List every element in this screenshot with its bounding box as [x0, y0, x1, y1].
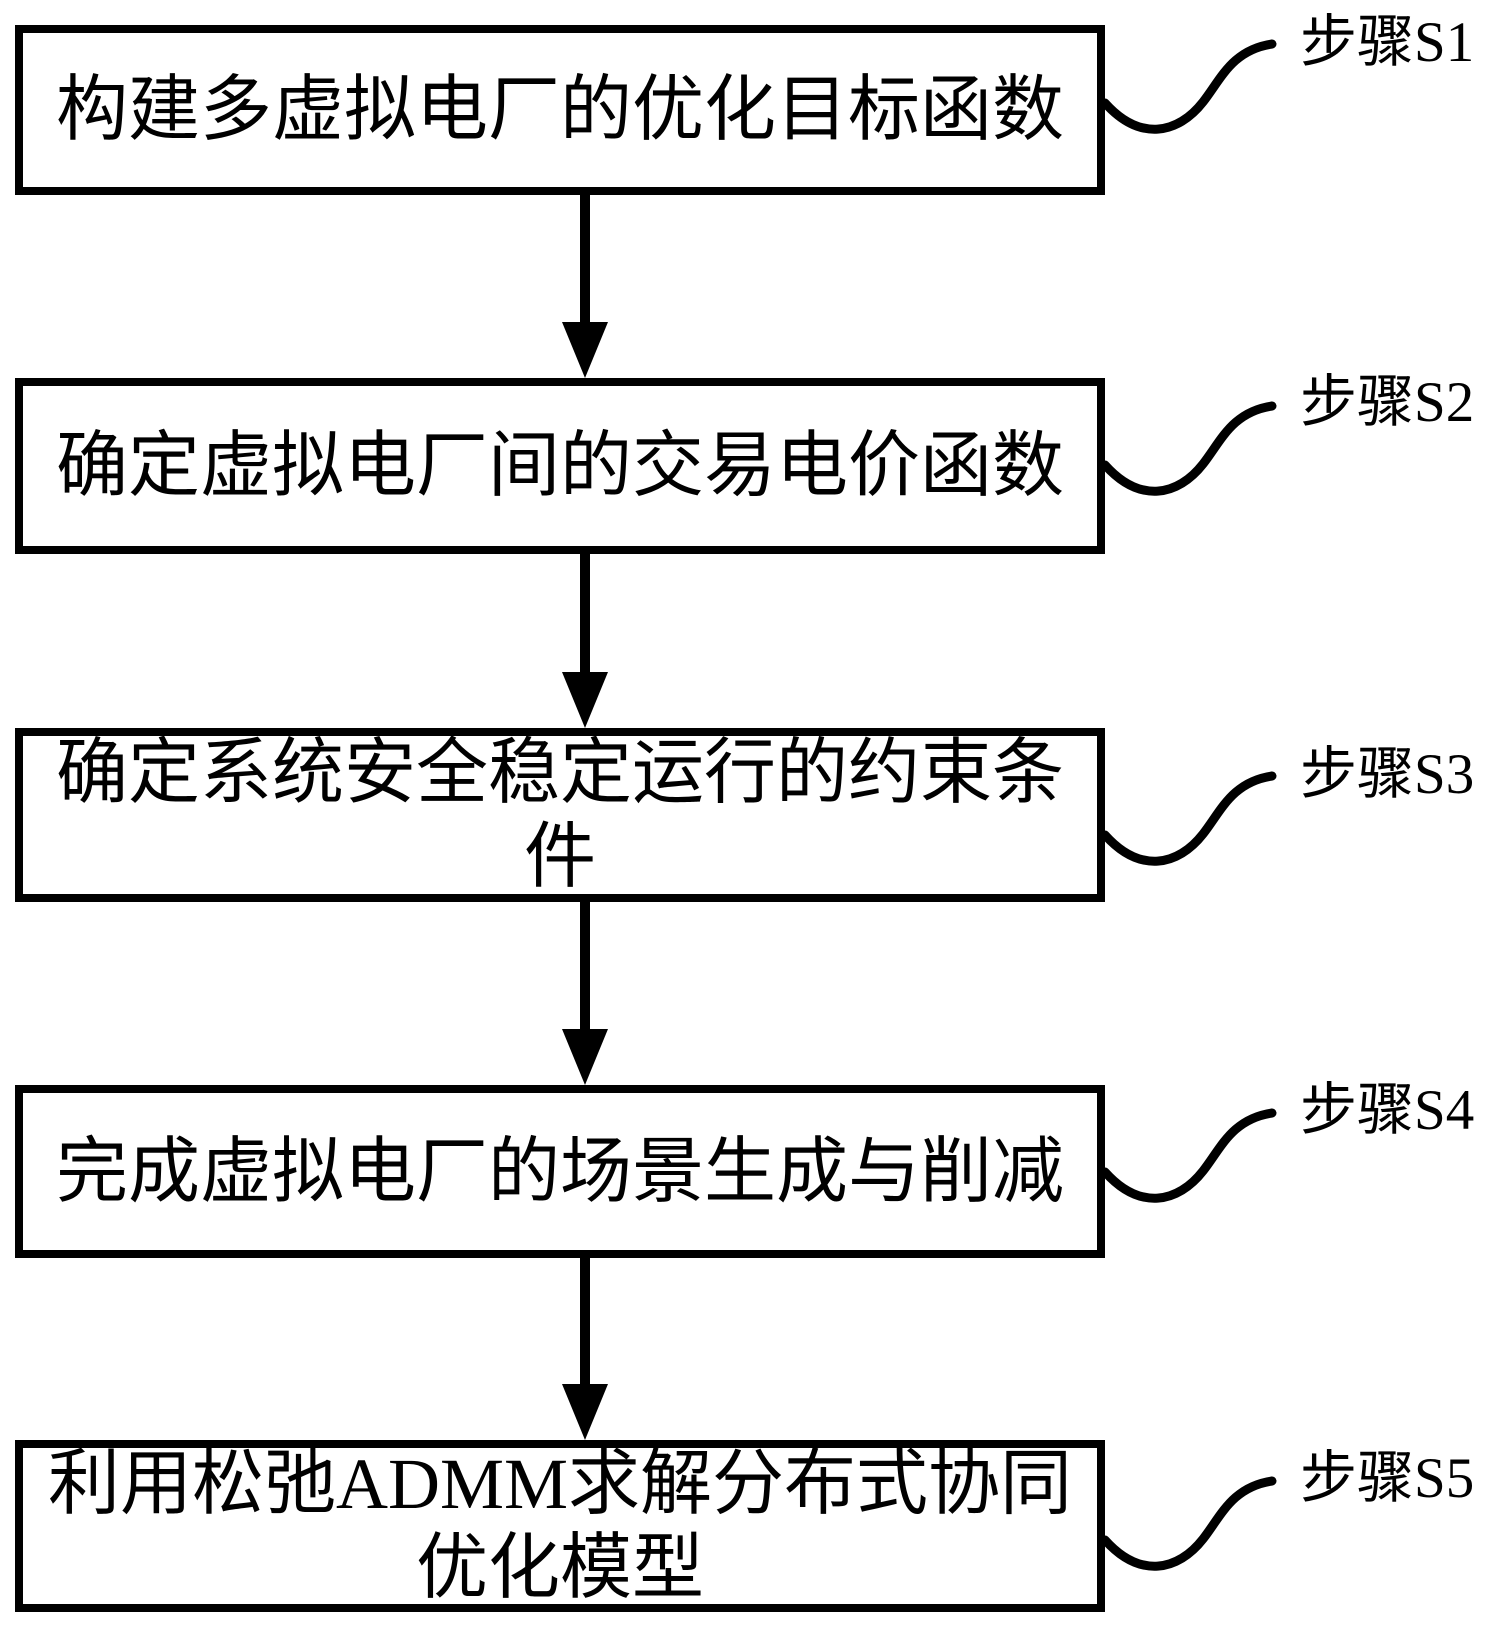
step-box-s2-text: 确定虚拟电厂间的交易电价函数 — [55, 426, 1064, 506]
step-label-s3: 步骤S3 — [1300, 743, 1475, 806]
flow-arrow-s3-s4 — [562, 902, 608, 1085]
leader-line-s4 — [1100, 1108, 1277, 1203]
step-box-s3-text-line1: 确定系统安全稳定运行的约束条 — [55, 733, 1064, 813]
step-box-s3-text-line2: 件 — [523, 817, 596, 897]
flow-arrow-s1-s2 — [562, 195, 608, 378]
flow-arrow-s2-s3 — [562, 552, 608, 728]
step-box-s2: 确定虚拟电厂间的交易电价函数 — [15, 378, 1105, 554]
step-label-s4: 步骤S4 — [1300, 1079, 1475, 1142]
step-box-s5: 利用松弛ADMM求解分布式协同 优化模型 — [15, 1440, 1105, 1612]
step-box-s1: 构建多虚拟电厂的优化目标函数 — [15, 25, 1105, 195]
step-label-s2: 步骤S2 — [1300, 371, 1475, 434]
step-box-s5-text-line1: 利用松弛ADMM求解分布式协同 — [47, 1444, 1073, 1524]
leader-line-s3 — [1100, 771, 1277, 866]
step-box-s4: 完成虚拟电厂的场景生成与削减 — [15, 1085, 1105, 1258]
step-box-s3: 确定系统安全稳定运行的约束条 件 — [15, 728, 1105, 902]
step-box-s1-text: 构建多虚拟电厂的优化目标函数 — [55, 70, 1064, 150]
leader-line-s2 — [1100, 401, 1277, 496]
step-label-s5: 步骤S5 — [1300, 1447, 1475, 1510]
step-box-s4-text: 完成虚拟电厂的场景生成与削减 — [55, 1131, 1064, 1212]
step-label-s1: 步骤S1 — [1300, 11, 1475, 74]
flow-arrow-s4-s5 — [562, 1258, 608, 1440]
leader-line-s1 — [1100, 39, 1277, 134]
leader-line-s5 — [1100, 1476, 1277, 1571]
step-box-s5-text-line2: 优化模型 — [415, 1528, 704, 1608]
